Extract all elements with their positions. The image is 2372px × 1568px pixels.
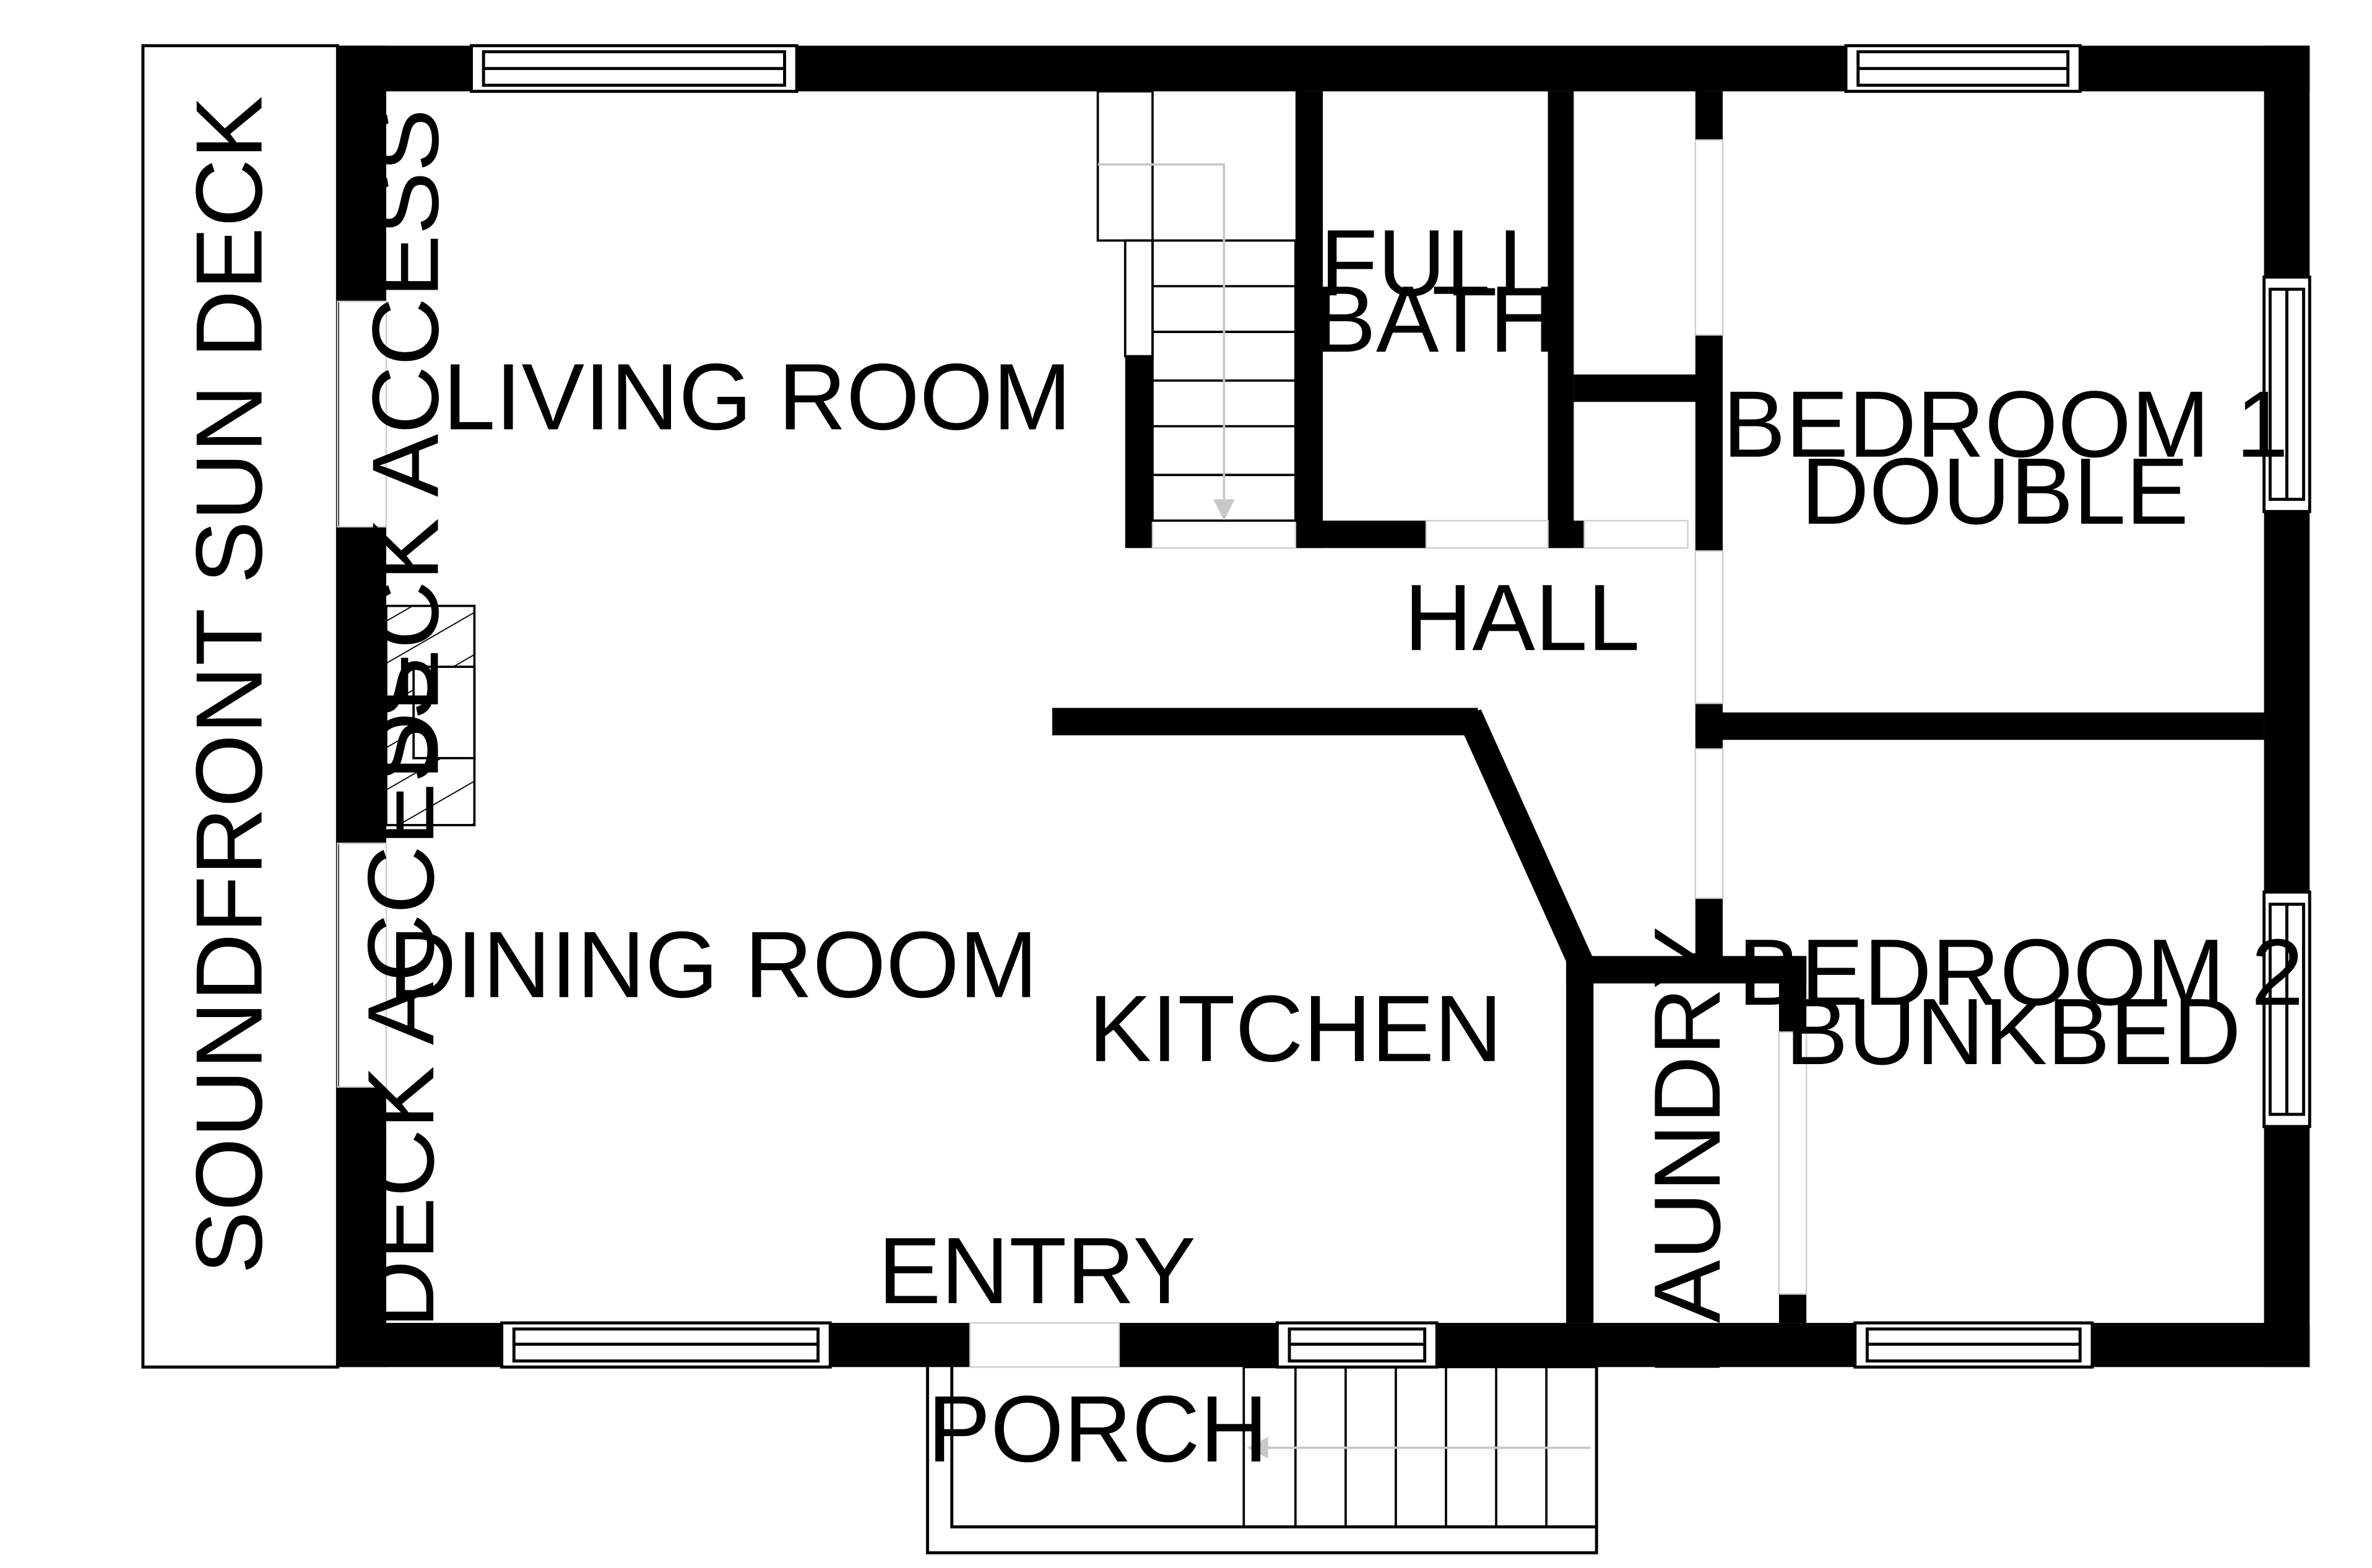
label-deck-access-upper: DECK ACCESS: [353, 109, 459, 781]
exterior-walls: [337, 45, 2310, 1367]
window-right-bedroom1: [2262, 275, 2311, 513]
label-laundry: LAUNDRY: [1635, 926, 1740, 1375]
window-top-bedroom1: [1844, 44, 2082, 93]
windows: [470, 44, 2311, 1369]
interior-walls: [1052, 91, 2264, 1323]
window-bottom-kitchen: [1275, 1321, 1439, 1369]
room-labels: SOUNDFRONT SUN DECK DECK ACCESS DECK ACC…: [177, 96, 2304, 1482]
label-living-room: LIVING ROOM: [443, 344, 1071, 449]
porch-step-arrow: [1247, 1437, 1591, 1458]
label-bedroom1-1: BEDROOM 1: [1723, 372, 2288, 477]
window-bottom-bedroom2: [1853, 1321, 2094, 1369]
window-top-living: [470, 44, 799, 93]
label-bedroom2-1: BEDROOM 2: [1738, 920, 2304, 1025]
label-hall: HALL: [1404, 565, 1640, 670]
label-bedroom2-2: BUNKBED: [1785, 979, 2241, 1085]
window-bottom-dining: [500, 1321, 832, 1369]
fireplace: [385, 604, 476, 826]
label-porch: PORCH: [928, 1377, 1268, 1482]
label-entry: ENTRY: [878, 1218, 1196, 1323]
window-right-bedroom2: [2262, 890, 2311, 1128]
stair-direction-arrow: [1097, 163, 1235, 521]
label-full-bath-2: BATH: [1313, 267, 1557, 372]
label-bedroom1-2: DOUBLE: [1801, 439, 2189, 544]
label-full-bath-1: FULL: [1320, 210, 1551, 316]
label-kitchen: KITCHEN: [1089, 976, 1502, 1081]
label-dining-room: DINING ROOM: [389, 912, 1038, 1018]
label-deck-access-lower: DECK ACCESS: [348, 657, 454, 1328]
label-sun-deck: SOUNDFRONT SUN DECK: [177, 96, 282, 1274]
